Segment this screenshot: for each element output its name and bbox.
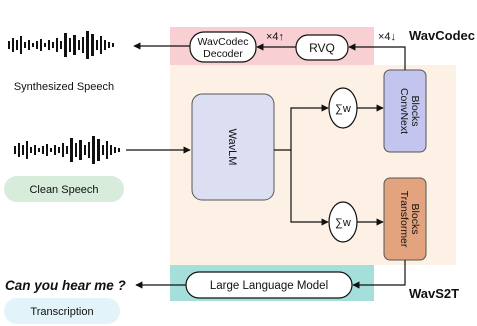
- synthesized-speech-label: Synthesized Speech: [14, 81, 114, 93]
- llm-label: Large Language Model: [210, 280, 328, 292]
- convnext-label-line1: ConvNext: [398, 88, 410, 134]
- sum-w-top-label: ∑w: [335, 103, 351, 115]
- clean-speech-pill: [4, 176, 124, 202]
- times4-upper: ×4↑: [266, 31, 284, 43]
- transformer-label-line1: Transformer: [398, 191, 410, 248]
- decoder-label-line2: Decoder: [203, 48, 243, 60]
- wavs2t-title: WavS2T: [409, 286, 459, 301]
- rvq-label: RVQ: [309, 41, 335, 55]
- convnext-label-line2: Blocks: [409, 96, 421, 127]
- times4-lower: ×4↓: [378, 31, 396, 43]
- wavlm-label: WavLM: [226, 129, 238, 166]
- sum-w-bottom-label: ∑w: [335, 217, 351, 229]
- wavcodec-decoder-box: [189, 31, 257, 63]
- clean-speech-label: Clean Speech: [29, 184, 98, 196]
- transformer-label-line2: Blocks: [409, 204, 421, 235]
- decoder-label-line1: WavCodec: [198, 36, 249, 48]
- wavlm-box: [191, 93, 275, 201]
- clean-waveform-icon: [14, 136, 120, 164]
- connectors: [126, 42, 406, 289]
- wavcodec-title: WavCodec: [409, 28, 475, 43]
- transcription-text: Can you hear me ?: [5, 278, 126, 293]
- synthesized-waveform-icon: [8, 31, 114, 59]
- transcription-pill: [4, 298, 120, 324]
- transcription-label: Transcription: [30, 306, 93, 318]
